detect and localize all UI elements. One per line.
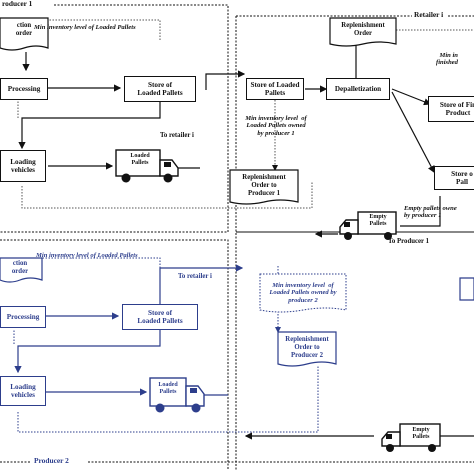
retailer-min-inventory-p1-label: Min inventory level of Loaded Pallets ow…	[245, 115, 307, 137]
replenishment-p2-doc: Replenishment Order to Producer 2	[285, 336, 329, 359]
doc-shape-replenishment-p1	[229, 169, 299, 205]
p2-store-loaded-box: Store of Loaded Pallets	[122, 304, 198, 330]
dotted-p2-min-inventory	[35, 257, 161, 304]
retailer-empty-truck-label: Empty Pallets	[369, 214, 387, 227]
dotted-replenishment-p1	[21, 182, 313, 209]
p1-to-retailer-label: To retailer i	[160, 132, 194, 139]
p2-loading-vehicles-box: Loading vehicles	[0, 376, 46, 406]
arrow-p2-store-to-loading	[14, 328, 161, 374]
replenishment-p1-doc: Replenishment Order to Producer 1	[242, 174, 286, 197]
p2-min-inventory-label: Min inventory level of Loaded Pallets	[36, 252, 138, 259]
p2-empty-truck-label: Empty Pallets	[412, 427, 430, 440]
region-label-producer2: Producer 2	[32, 456, 71, 466]
truck-p1-loaded	[115, 149, 179, 183]
dotted-p1-min-inventory	[25, 19, 161, 40]
p1-store-loaded-box: Store of Loaded Pallets	[124, 76, 196, 102]
p1-processing-box: Processing	[0, 78, 48, 100]
empty-pallets-owned-label: Empty pallets owne by producer 1	[404, 205, 457, 220]
truck-retailer-empty	[339, 211, 397, 240]
dotted-replenishment-p2	[17, 366, 319, 433]
store-finished-box: Store of Fin Product	[428, 96, 474, 122]
doc-shape-p2-order	[0, 257, 43, 283]
retailer-replenishment-order-doc: Replenishment Order	[341, 22, 385, 37]
p1-production-order-doc: ction order	[15, 22, 33, 37]
doc-shape-replenishment-p2	[277, 331, 337, 367]
arrow-to-store-empty	[391, 91, 435, 174]
doc-shape-clipped-right	[459, 277, 474, 301]
doc-shape-min-inventory-p2	[259, 273, 347, 313]
p2-to-retailer-label: To retailer i	[178, 273, 212, 280]
arrow-to-store-finished	[391, 88, 432, 106]
p1-truck-label: Loaded Pallets	[130, 153, 150, 166]
store-empty-box: Store o Pall	[434, 166, 474, 190]
retailer-min-inventory-p2-label: Min inventory level of Loaded Pallets ow…	[269, 282, 337, 304]
p1-min-inventory-label: Min inventory level of Loaded Pallets	[34, 24, 136, 31]
p2-processing-box: Processing	[0, 306, 46, 328]
producer2-frame	[0, 239, 474, 470]
doc-shape-retailer-order	[329, 17, 397, 47]
to-producer1-label: To Producer 1	[388, 238, 430, 245]
truck-p2-empty	[381, 423, 441, 452]
retailer-store-loaded-box: Store of Loaded Pallets	[246, 78, 304, 100]
doc-shape-p1-order	[0, 17, 49, 51]
region-label-producer1: roducer 1	[0, 0, 35, 9]
p2-truck-label: Loaded Pallets	[158, 382, 178, 395]
region-label-retailer: Retailer i	[412, 10, 446, 20]
arrow-store-to-retailer	[205, 70, 246, 90]
arrow-store-to-loading	[18, 100, 161, 150]
retailer-min-finished-label: Min in finished	[436, 52, 458, 67]
depalletization-box: Depalletization	[326, 78, 390, 100]
p1-loading-vehicles-box: Loading vehicles	[0, 150, 46, 182]
truck-p2-loaded	[149, 377, 205, 413]
arrow-empty-store-out	[400, 196, 441, 227]
p2-production-order-doc: ction order	[11, 260, 29, 275]
